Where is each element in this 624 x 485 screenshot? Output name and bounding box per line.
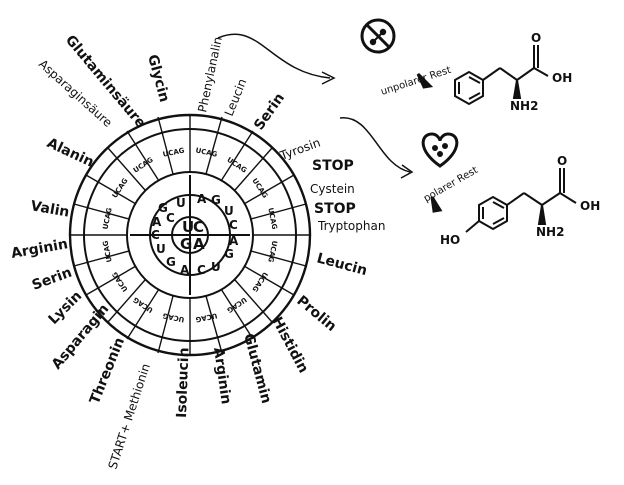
phe-oh-label: OH: [552, 71, 572, 85]
codon-wheel: [68, 113, 312, 357]
aa-threonin: Threonin: [87, 335, 128, 406]
second-base: U: [156, 242, 166, 256]
aa-glycin: Glycin: [144, 53, 172, 104]
aa-stop-1: STOP: [312, 158, 354, 174]
tyr-o-label: O: [557, 154, 567, 168]
first-base-u: U: [182, 218, 194, 236]
amino-acid-labels-left: Lysin Serin Arginin Valin Alanin Asparag…: [10, 32, 172, 328]
aa-histidin: Histidin: [268, 314, 311, 375]
tyr-oh-label: OH: [580, 199, 600, 213]
aa-arginin-left: Arginin: [10, 236, 69, 262]
tyrosine-structure: [465, 168, 577, 233]
third-base-group: UCAG: [132, 295, 155, 314]
second-base: C: [197, 263, 206, 277]
wheel-spokes: [70, 115, 310, 355]
third-base-group: UCAG: [225, 295, 248, 314]
aa-prolin: Prolin: [293, 293, 339, 335]
small-arrow-down: [430, 196, 443, 213]
third-base-group: UCAG: [162, 311, 185, 323]
aa-stop-2: STOP: [314, 201, 356, 217]
aa-cystein: Cystein: [310, 182, 355, 196]
third-base-group: UCAG: [266, 207, 278, 230]
aa-leucin-right: Leucin: [315, 250, 369, 279]
second-base: U: [176, 196, 186, 210]
aa-alanin: Alanin: [44, 135, 96, 171]
aa-serin-top: Serin: [251, 90, 288, 133]
second-base: C: [229, 218, 238, 232]
aa-glutamin: Glutamin: [240, 332, 274, 405]
phenylalanine-structure: [454, 45, 549, 106]
second-base: A: [229, 234, 239, 248]
third-base-group: UCAG: [250, 177, 269, 200]
amino-acid-labels-bottom: Arginin Isoleucin START+ Methionin Threo…: [49, 301, 234, 471]
aa-valin: Valin: [29, 198, 70, 221]
third-base-group: UCAG: [111, 270, 130, 293]
nonpolar-crossed-icon: [360, 18, 396, 54]
label-unpolar: unpolarer Rest: [380, 65, 453, 98]
arrow-tyrosine: [339, 117, 411, 173]
aa-lysin: Lysin: [46, 288, 86, 328]
second-base: G: [166, 255, 176, 269]
phe-o-label: O: [531, 31, 541, 45]
first-base-a: A: [193, 235, 205, 253]
arrow-phenylalanine: [217, 33, 331, 79]
second-base: A: [197, 192, 207, 206]
third-base-group: UCAG: [195, 147, 218, 159]
second-base-letters: U C A G U C A G U C A G U C A G: [151, 192, 239, 277]
second-base: C: [151, 228, 160, 242]
third-base-group: UCAG: [225, 156, 248, 175]
second-base: A: [180, 263, 190, 277]
second-base: G: [211, 193, 221, 207]
third-base-group: UCAG: [195, 311, 218, 323]
second-base: U: [211, 260, 221, 274]
third-base-group: UCAG: [132, 156, 155, 175]
second-base: C: [166, 211, 175, 225]
second-base: G: [224, 247, 234, 261]
tyr-nh2-label: NH2: [536, 225, 564, 239]
second-base: G: [158, 201, 168, 215]
label-polar: polarer Rest: [422, 165, 480, 205]
annotation-arrows: [217, 33, 414, 179]
first-base-c: C: [193, 218, 204, 236]
polar-heart-icon: [421, 132, 459, 168]
phe-nh2-label: NH2: [510, 99, 538, 113]
aa-isoleucin: Isoleucin: [174, 347, 192, 418]
aa-arginin-bottom: Arginin: [210, 346, 234, 405]
small-arrow-down: [416, 72, 434, 89]
tyr-ho-label: HO: [440, 233, 460, 247]
aa-phenylanalin: Phenylanalin: [195, 36, 225, 114]
aa-tryptophan: Tryptophan: [317, 219, 385, 233]
second-base: U: [224, 204, 234, 218]
third-base-group: UCAG: [250, 270, 269, 293]
aa-leucin-top: Leucin: [222, 77, 250, 118]
third-base-group: UCAG: [111, 177, 130, 200]
first-base-letters: U C A G: [180, 218, 205, 253]
first-base-g: G: [180, 235, 192, 253]
second-base: A: [152, 215, 162, 229]
third-base-group: UCAG: [101, 240, 113, 263]
third-base-group: UCAG: [102, 207, 114, 230]
third-base-group: UCAG: [266, 240, 278, 263]
aa-serin-left: Serin: [30, 265, 74, 294]
